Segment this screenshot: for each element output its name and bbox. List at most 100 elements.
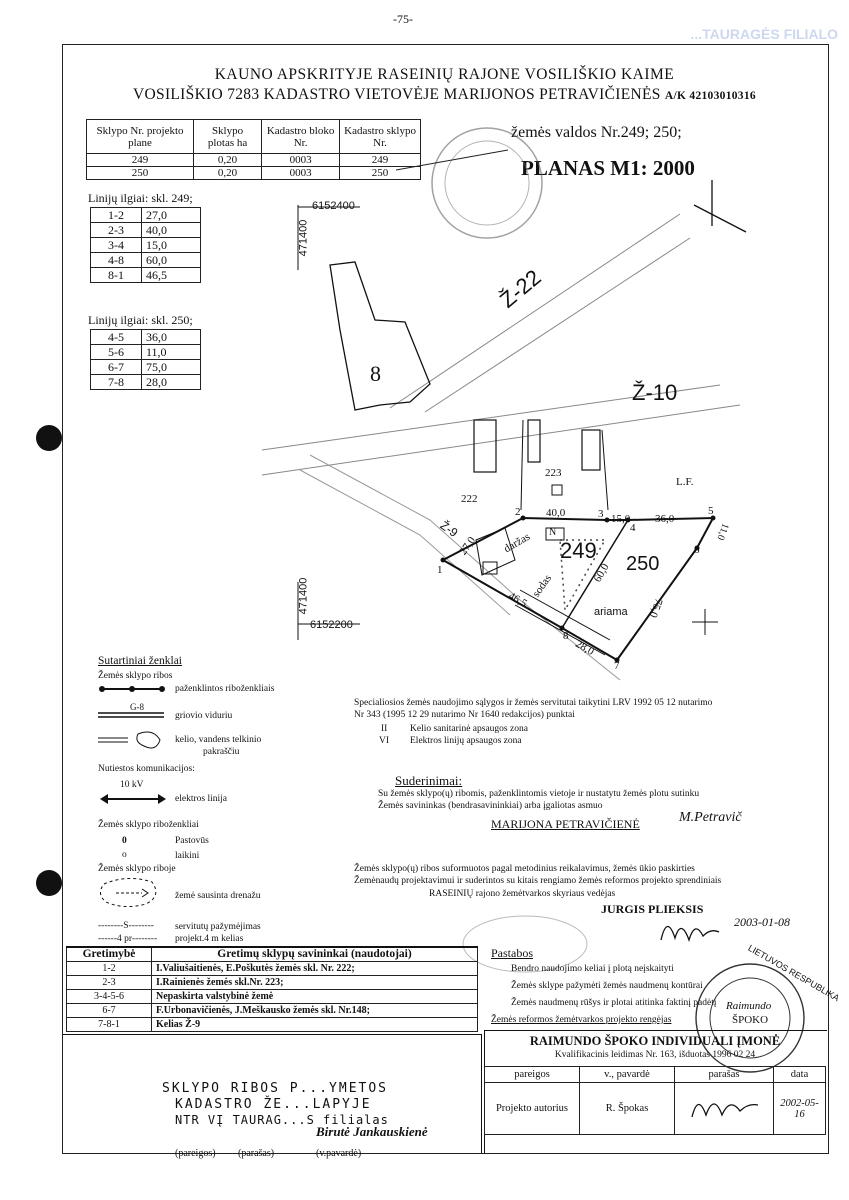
bottom-stamp-line-3: NTR VĮ TAURAG...S filialas bbox=[175, 1113, 389, 1127]
col-header: pareigos bbox=[484, 1066, 580, 1083]
page-mark: -75- bbox=[393, 12, 413, 26]
signature-cell bbox=[674, 1082, 774, 1135]
parcel-249-label: 249 bbox=[560, 538, 597, 563]
dim-label: 15,0 bbox=[611, 513, 631, 525]
drainage-icon bbox=[100, 878, 157, 908]
legend-text: kelio, vandens telkinio bbox=[175, 735, 262, 745]
road-water-icon bbox=[98, 731, 161, 749]
parcel-250-label: 250 bbox=[626, 553, 660, 575]
lot-222-label: 222 bbox=[461, 493, 478, 505]
head-date: 2003-01-08 bbox=[734, 915, 790, 929]
legend-title: Sutartiniai ženklai bbox=[98, 655, 182, 667]
pastabos-title: Pastabos bbox=[491, 946, 533, 960]
point-5: 5 bbox=[708, 505, 714, 517]
road-label-z10: Ž-10 bbox=[632, 380, 678, 405]
legend-text: Žemės sklypo ribos bbox=[98, 671, 173, 681]
faded-stamp-icon bbox=[462, 915, 588, 973]
lines-250-title: Linijų ilgiai: skl. 250; bbox=[88, 313, 193, 327]
legend-text: griovio viduriu bbox=[175, 711, 233, 721]
pastabos-line: Žemės sklype pažymėti žemės naudmenų kon… bbox=[511, 981, 703, 991]
pastabos-line: Žemės reformos žemėtvarkos projekto reng… bbox=[491, 1015, 672, 1025]
ariama-label: ariama bbox=[594, 606, 628, 618]
special-line-2: Nr 343 (1995 12 29 nutarimo Nr 1640 reda… bbox=[354, 710, 575, 720]
col-header: data bbox=[773, 1066, 826, 1083]
signature-table: pareigos v., pavardė parašas data Projek… bbox=[484, 1066, 826, 1135]
coord-bot-x: 471400 bbox=[297, 577, 310, 615]
bottom-stamp-line-1: SKLYPO RIBOS P...YMETOS bbox=[162, 1081, 389, 1096]
suderinimai-title: Suderinimai: bbox=[395, 773, 463, 788]
dim-label: 36,0 bbox=[655, 513, 675, 525]
punch-hole bbox=[36, 870, 62, 896]
road-z9 bbox=[299, 454, 621, 681]
suderinimai-text: RASEINIŲ rajono žemėtvarkos skyriaus ved… bbox=[429, 889, 616, 899]
plan-title: PLANAS M1: 2000 bbox=[521, 156, 695, 180]
special-line-1: Specialiosios žemės naudojimo sąlygos ir… bbox=[354, 698, 713, 708]
title-line-2: VOSILIŠKIO 7283 KADASTRO VIETOVĖJE MARIJ… bbox=[133, 86, 756, 103]
neighbors-table: Gretimybė Gretimų sklypų savininkai (nau… bbox=[66, 946, 478, 1032]
stamp-inner-2: ŠPOKO bbox=[732, 1014, 769, 1026]
legend-text: 10 kV bbox=[120, 780, 144, 790]
head-name: JURGIS PLIEKSIS bbox=[601, 902, 704, 916]
power-line-icon bbox=[100, 794, 166, 804]
legend-text: Žemės sklypo riboje bbox=[98, 864, 176, 874]
col-header: Kadastro sklypo Nr. bbox=[339, 119, 421, 154]
legend-text: Žemės sklypo riboženkliai bbox=[98, 820, 199, 830]
point-7: 7 bbox=[614, 660, 620, 672]
stamp-caption: (v.pavardė) bbox=[316, 1148, 362, 1159]
legend-text: o bbox=[122, 850, 127, 860]
legend-text: elektros linija bbox=[175, 794, 227, 804]
legend-text: laikini bbox=[175, 851, 200, 861]
col-header: Sklypo plotas ha bbox=[192, 119, 263, 154]
company-name: RAIMUNDO ŠPOKO INDIVIDUALI ĮMONĖ bbox=[529, 1034, 781, 1048]
point-6: 6 bbox=[694, 544, 700, 556]
legend-text: ------4 pr-------- bbox=[98, 934, 158, 944]
dim-label: 40,0 bbox=[546, 507, 566, 519]
legend-text: žemė sausinta drenažu bbox=[175, 891, 261, 901]
suderinimai-text: Žemėnaudų projektavimui ir suderintos su… bbox=[354, 876, 722, 886]
neighbors-bottom-box bbox=[63, 1034, 482, 1153]
col-header: Gretimų sklypų savininkai (naudotojai) bbox=[151, 946, 478, 962]
legend-text: Pastovūs bbox=[175, 836, 209, 846]
north-arrow-line bbox=[693, 204, 747, 233]
lot-8-label: 8 bbox=[370, 361, 381, 386]
special-zone-num: VI bbox=[379, 736, 390, 746]
parcel-table: Sklypo Nr. projekto plane Sklypo plotas … bbox=[86, 119, 421, 180]
col-header: parašas bbox=[674, 1066, 774, 1083]
legend-text: pakraščiu bbox=[203, 747, 240, 757]
legend-text: 0 bbox=[122, 836, 127, 846]
ditch-icon bbox=[98, 712, 164, 718]
special-zone-text: Kelio sanitarinė apsaugos zona bbox=[410, 724, 528, 734]
lot-223-label: 223 bbox=[545, 467, 562, 479]
point-1: 1 bbox=[437, 564, 443, 576]
coord-bot-y: 6152200 bbox=[310, 619, 353, 631]
road-z22 bbox=[389, 213, 691, 413]
legend-text: projekt.4 m kelias bbox=[175, 934, 244, 944]
point-2: 2 bbox=[515, 506, 521, 518]
bottom-stamp-line-2: KADASTRO ŽE...LAPYJE bbox=[175, 1097, 372, 1112]
suderinimai-text: Žemės sklypo(ų) ribos suformuotos pagal … bbox=[354, 864, 695, 874]
legend-text: G-8 bbox=[130, 702, 144, 712]
lf-label: L.F. bbox=[676, 476, 694, 488]
n-label: N bbox=[549, 527, 557, 538]
title-ak: A/K 42103010316 bbox=[664, 90, 756, 102]
boundary-marker-icon bbox=[99, 686, 165, 692]
company-license: Kvalifikacinis leidimas Nr. 163, išduota… bbox=[554, 1050, 756, 1060]
suderinimai-text: Žemės savininkas (bendrasavininkiai) arb… bbox=[378, 801, 603, 811]
point-4: 4 bbox=[630, 522, 636, 534]
suderinimai-text: Su žemės sklypo(ų) ribomis, paženklintom… bbox=[378, 789, 700, 799]
stamp-inner-1: Raimundo bbox=[726, 1000, 772, 1012]
faint-stamp: ...TAURAGĖS FILIALO bbox=[690, 26, 838, 42]
